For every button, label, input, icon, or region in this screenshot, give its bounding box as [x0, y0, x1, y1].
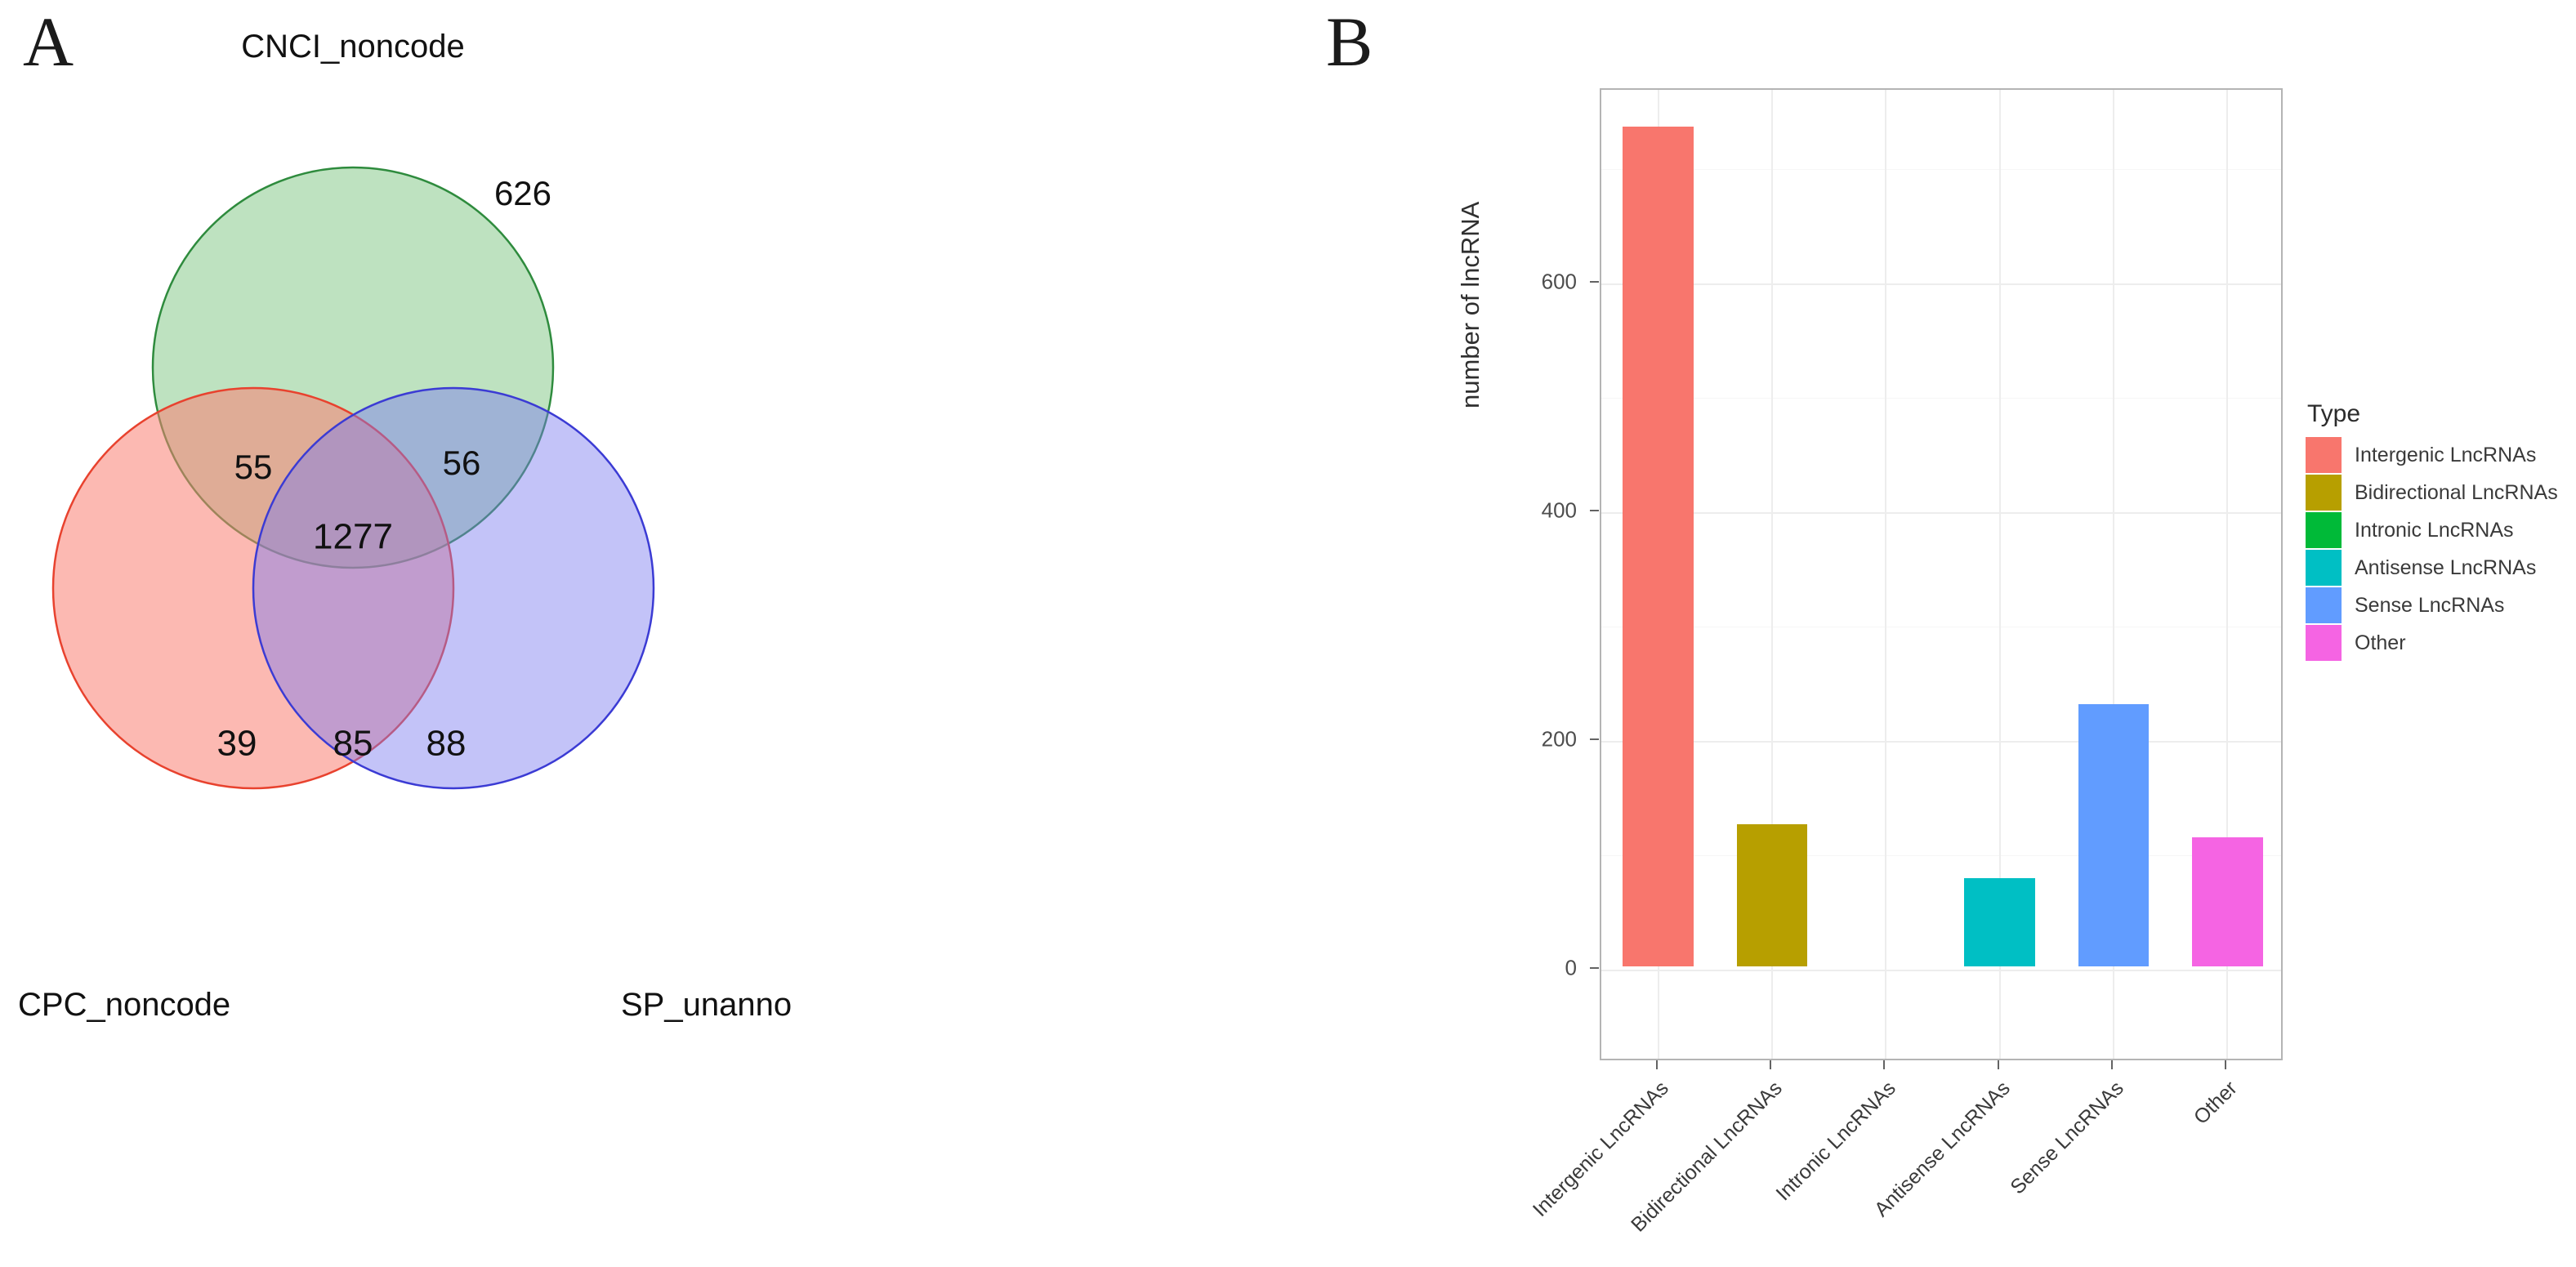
panel-b-barchart: B number of lncRNA 0 200 400 600 Intergenic… — [1275, 0, 2576, 1237]
venn-count-cpc-sp: 85 — [333, 724, 373, 764]
panel-label-b: B — [1326, 2, 1373, 81]
x-tick-mark-2 — [1883, 1060, 1886, 1069]
panel-label-a: A — [23, 2, 74, 81]
legend-label-3: Antisense LncRNAs — [2355, 555, 2537, 579]
bar-intergenic-lncrnas — [1623, 127, 1694, 966]
y-tick-mark-200 — [1590, 738, 1599, 740]
venn-circle-sp — [252, 386, 655, 790]
legend-swatch-icon-0 — [2306, 437, 2342, 473]
gridline-x-4 — [2113, 90, 2114, 1059]
venn-count-all-three: 1277 — [313, 517, 393, 557]
figure-root: A 626 55 56 1277 39 85 88 CNCI_noncode C… — [0, 0, 2576, 1237]
gridline-x-1 — [1771, 90, 1773, 1059]
gridline-x-2 — [1885, 90, 1887, 1059]
x-tick-mark-4 — [2111, 1060, 2113, 1069]
legend-label-4: Sense LncRNAs — [2355, 593, 2505, 617]
x-tick-label-0: Intergenic LncRNAs — [1528, 1077, 1673, 1222]
x-tick-mark-1 — [1770, 1060, 1771, 1069]
y-tick-label-200: 200 — [1541, 726, 1577, 752]
venn-count-cpc-only: 39 — [217, 724, 257, 764]
x-tick-label-3: Antisense LncRNAs — [1869, 1077, 2015, 1222]
venn-diagram: 626 55 56 1277 39 85 88 CNCI_noncode CPC… — [18, 29, 792, 1023]
plot-panel — [1600, 88, 2283, 1060]
gridline-y-200 — [1601, 741, 2281, 743]
legend-item-0: Intergenic LncRNAs — [2306, 436, 2567, 474]
x-tick-label-1: Bidirectional LncRNAs — [1627, 1077, 1787, 1237]
legend-title: Type — [2307, 400, 2361, 427]
legend-label-2: Intronic LncRNAs — [2355, 518, 2514, 542]
bar-antisense-lncrnas — [1964, 878, 2035, 966]
legend-label-1: Bidirectional LncRNAs — [2355, 480, 2558, 504]
gridline-y-0 — [1601, 970, 2281, 971]
venn-count-cpc-cnci: 55 — [234, 448, 273, 486]
y-tick-mark-0 — [1590, 967, 1599, 969]
x-tick-label-4: Sense LncRNAs — [2006, 1077, 2128, 1199]
legend-swatch-icon-3 — [2306, 550, 2342, 586]
legend-item-5: Other — [2306, 624, 2567, 662]
bar-sense-lncrnas — [2078, 704, 2150, 966]
x-tick-label-5: Other — [2190, 1077, 2243, 1130]
venn-count-sp-only: 88 — [426, 724, 467, 764]
bars-layer — [1601, 90, 2281, 1059]
legend-item-2: Intronic LncRNAs — [2306, 511, 2567, 549]
bar-other — [2192, 836, 2263, 966]
legend-swatch-icon-1 — [2306, 475, 2342, 511]
venn-set-label-sp: SP_unanno — [621, 987, 792, 1023]
venn-set-label-cpc: CPC_noncode — [18, 987, 230, 1023]
venn-count-cnci-only: 626 — [494, 174, 551, 212]
y-tick-mark-400 — [1590, 510, 1599, 511]
gridline-x-5 — [2226, 90, 2229, 1059]
legend-swatch-icon-5 — [2306, 625, 2342, 661]
x-tick-label-2: Intronic LncRNAs — [1771, 1077, 1901, 1206]
venn-set-label-cnci: CNCI_noncode — [241, 29, 465, 65]
y-tick-label-0: 0 — [1565, 955, 1577, 980]
x-tick-mark-3 — [1997, 1060, 1999, 1069]
gridline-y-400 — [1601, 512, 2281, 514]
venn-count-cnci-sp: 56 — [443, 444, 481, 482]
legend-label-0: Intergenic LncRNAs — [2355, 443, 2537, 466]
panel-a-venn: A 626 55 56 1277 39 85 88 CNCI_noncode C… — [0, 0, 1275, 1205]
y-tick-label-400: 400 — [1541, 497, 1577, 523]
gridline-y-600 — [1601, 283, 2281, 285]
gridline-y-minor-700 — [1601, 169, 2281, 170]
legend-swatch-icon-4 — [2306, 587, 2342, 623]
y-tick-label-600: 600 — [1541, 269, 1577, 294]
gridline-x-3 — [1998, 90, 2001, 1059]
y-tick-mark-600 — [1590, 281, 1599, 283]
legend-item-1: Bidirectional LncRNAs — [2306, 474, 2567, 511]
legend-label-5: Other — [2355, 631, 2406, 654]
legend-item-3: Antisense LncRNAs — [2306, 549, 2567, 587]
x-tick-mark-5 — [2225, 1060, 2227, 1069]
gridline-y-minor-100 — [1601, 855, 2281, 856]
x-tick-mark-0 — [1655, 1060, 1658, 1069]
legend-swatch-icon-2 — [2306, 512, 2342, 548]
gridline-y-minor-500 — [1601, 398, 2281, 399]
legend-item-4: Sense LncRNAs — [2306, 587, 2567, 624]
bar-bidirectional-lncrnas — [1736, 824, 1808, 966]
y-axis-title: number of lncRNA — [1456, 201, 1484, 408]
